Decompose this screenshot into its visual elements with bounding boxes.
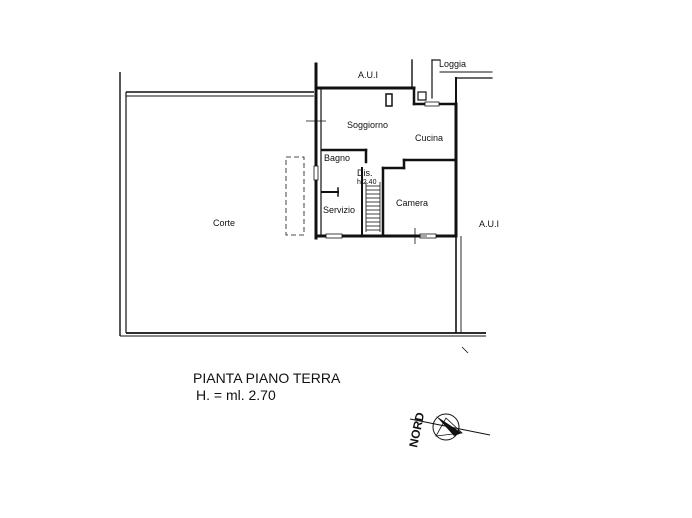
room-label-aui-right: A.U.I: [479, 219, 499, 229]
room-label-corte: Corte: [213, 218, 235, 228]
compass-circle-icon: [432, 413, 460, 441]
room-label-loggia: Loggia: [439, 59, 466, 69]
north-arrow-head-icon: [436, 416, 462, 436]
room-label-dis: Dis.: [357, 168, 373, 178]
north-arrow: NORD: [406, 411, 491, 449]
interior-walls: [320, 91, 458, 238]
plan-title: PIANTA PIANO TERRA: [193, 370, 341, 386]
room-label-dis-height: h.2.40: [357, 179, 377, 186]
tick-marks: [461, 346, 469, 354]
door-marks: [306, 112, 427, 244]
room-label-servizio: Servizio: [323, 205, 355, 215]
north-label: NORD: [406, 411, 427, 449]
dashed-outline: [285, 156, 305, 236]
room-label-soggiorno: Soggiorno: [347, 120, 388, 130]
room-label-bagno: Bagno: [324, 153, 350, 163]
room-label-camera: Camera: [396, 198, 428, 208]
courtyard-boundary: [119, 72, 486, 337]
staircase: [365, 182, 381, 232]
room-label-aui-top: A.U.I: [358, 70, 378, 80]
north-arrow-tail-icon: [435, 417, 463, 437]
room-label-cucina: Cucina: [415, 133, 443, 143]
room-labels: A.U.I Loggia Soggiorno Cucina Bagno Dis.…: [213, 59, 499, 229]
plan-height-note: H. = ml. 2.70: [196, 387, 276, 403]
